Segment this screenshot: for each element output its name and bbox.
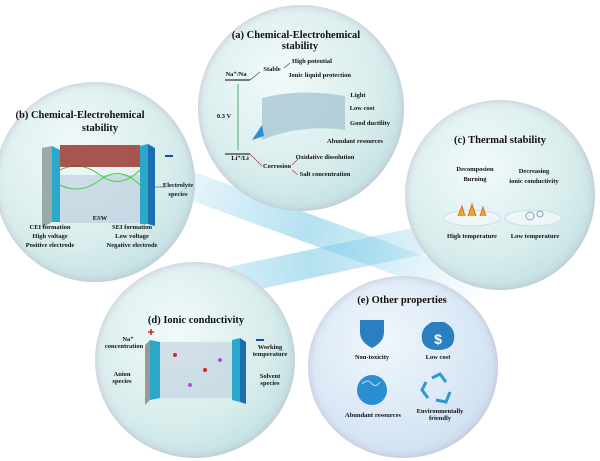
label: species (168, 191, 188, 198)
label: Good ductility (350, 120, 390, 127)
label: ESW (92, 215, 108, 222)
label: 0.3 V (216, 113, 232, 120)
label: Abundant resources (327, 138, 383, 145)
label: Salt concentration (299, 171, 351, 178)
label: High temperature (447, 233, 497, 240)
bubble-e (308, 276, 498, 458)
label: Na⁺ (122, 336, 134, 343)
money-bag-icon (421, 322, 455, 350)
title-a-2: stability (281, 41, 319, 52)
label: Non-toxicity (354, 354, 390, 361)
shield-icon (360, 320, 384, 348)
label: Ionic liquid protection (288, 72, 352, 79)
label: SEI formation (112, 224, 152, 231)
label: Low temperature (510, 233, 560, 240)
title-a: (a) Chemical-Electrohemical (231, 30, 361, 41)
metal-foil (262, 92, 345, 140)
label: Burning (463, 176, 487, 183)
label: species (260, 380, 280, 387)
label: Working (257, 344, 283, 351)
label: Low voltage (115, 233, 149, 240)
label: concentration (104, 343, 144, 350)
title-b-2: stability (81, 123, 119, 134)
flame-icon (457, 202, 487, 217)
label: Electrolyte (162, 182, 194, 189)
label: Oxidative dissolution (295, 154, 355, 161)
label: Na⁺/Na (225, 71, 247, 78)
title-e: (e) Other properties (357, 295, 447, 306)
label: High voltage (32, 233, 68, 240)
label: ionic conductivity (509, 178, 559, 185)
label: Environmentally (416, 408, 464, 415)
label: Corrosion (262, 163, 292, 170)
title-b: (b) Chemical-Electrohemical (15, 110, 145, 121)
bubble-c (405, 100, 595, 290)
svg-text:$: $ (434, 331, 442, 347)
label: Decreasing (518, 168, 550, 175)
plus-icon (148, 329, 154, 335)
crystal-icon (525, 211, 535, 221)
label: Li⁺/Li (231, 155, 249, 162)
label: temperature (252, 351, 288, 358)
arrow-icon (252, 125, 264, 140)
globe-icon (357, 375, 387, 405)
recycle-icon (420, 372, 452, 404)
label: Low cost (425, 354, 451, 361)
label: Stable (263, 66, 281, 73)
label: Abundant resources (345, 412, 401, 419)
label: CEI formation (29, 224, 71, 231)
crystals (60, 145, 140, 167)
label: Decomposion (456, 166, 494, 173)
label: High potential (292, 58, 332, 65)
label: Positive electrode (25, 242, 75, 249)
title-c: (c) Thermal stability (454, 135, 546, 146)
label: species (112, 378, 132, 385)
minus-icon (256, 339, 264, 341)
label: Light (350, 92, 366, 99)
title-d: (d) Ionic conductivity (147, 315, 245, 326)
label: Anion (113, 371, 131, 378)
label: friendly (428, 415, 452, 422)
label: Solvent (259, 373, 281, 380)
label: Negative electrode (106, 242, 158, 249)
label: Low cost (349, 105, 375, 112)
minus-icon (165, 155, 173, 157)
